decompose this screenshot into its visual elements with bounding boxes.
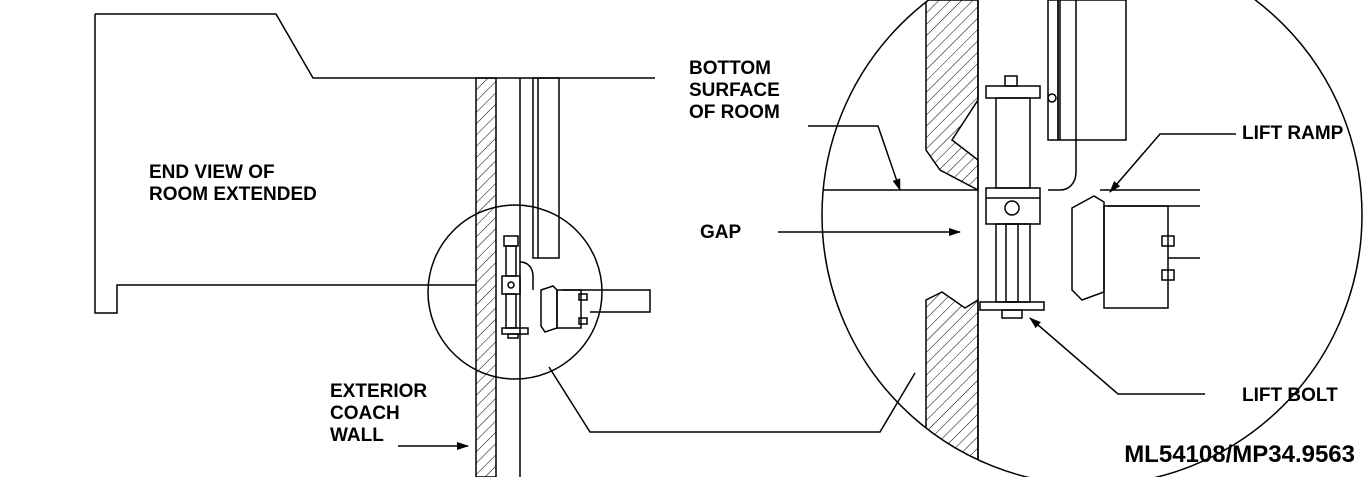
- exterior-coach-wall: [475, 77, 497, 477]
- detail-wall-upper: [925, 0, 979, 192]
- label-bottom-surface: BOTTOM SURFACE OF ROOM: [689, 58, 780, 123]
- detail-lift-ramp: [1071, 195, 1105, 301]
- drawing-number: ML54108/MP34.9563: [1124, 441, 1355, 468]
- detail-view-circle: [821, 0, 1363, 477]
- leader-lift-bolt: [1029, 317, 1205, 395]
- detail-callout-circle: [427, 204, 603, 380]
- label-lift-ramp: LIFT RAMP: [1242, 123, 1344, 144]
- room-outline-left: [94, 14, 476, 314]
- leader-lift-ramp: [1109, 133, 1236, 193]
- detail-lift-block: [985, 187, 1041, 225]
- label-room-extended: END VIEW OF ROOM EXTENDED: [149, 162, 317, 205]
- leader-bottom-surface: [808, 125, 901, 191]
- detail-lift-bolt-head: [1001, 309, 1023, 319]
- lift-ramp-small: [540, 285, 558, 333]
- room-outline: [95, 13, 655, 79]
- detail-leader-line: [548, 366, 916, 433]
- label-lift-bolt: LIFT BOLT: [1242, 385, 1338, 406]
- detail-wall-lower: [925, 291, 979, 477]
- room-post: [532, 77, 560, 259]
- label-gap: GAP: [700, 222, 742, 243]
- label-exterior-coach-wall: EXTERIOR COACH WALL: [330, 381, 428, 446]
